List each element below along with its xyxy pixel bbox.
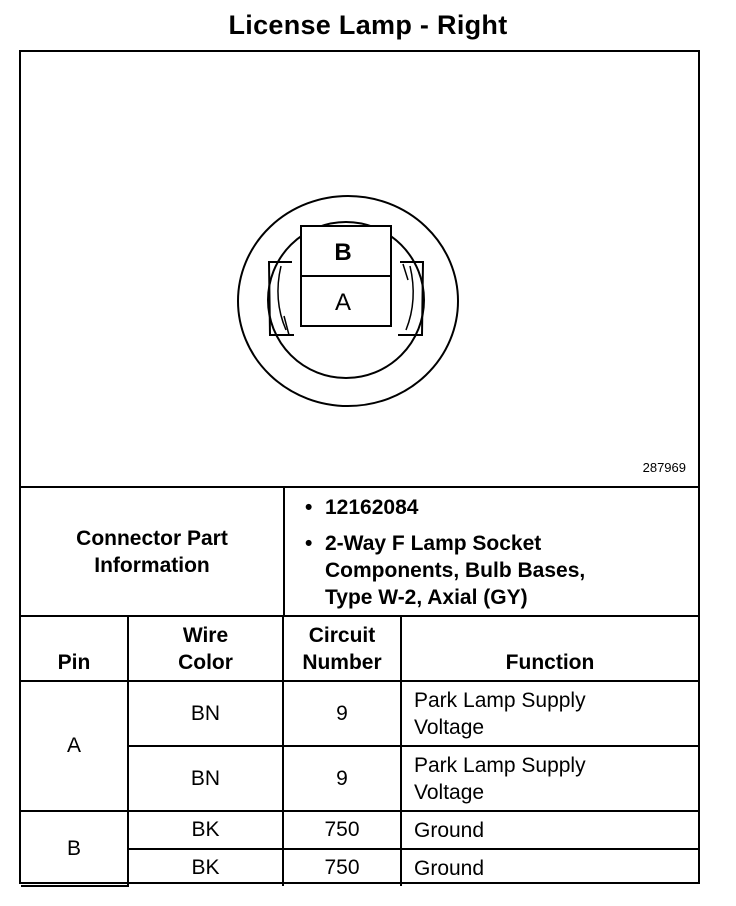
wire-color-cell: BN [128,745,284,812]
connector-chart: B A 287969 Connector Part Information • … [19,50,700,887]
header-circuit-number: Circuit Number [282,617,402,682]
connector-info-label: Connector Part Information [21,488,285,615]
header-function: Function [400,617,698,682]
connector-info-label-line: Information [94,553,210,577]
table-row: B BK 750 Ground [21,810,698,887]
connector-diagram: B A 287969 [21,52,698,488]
bullet-icon: • [305,496,313,519]
wire-color-cell: BN [127,680,284,747]
function-cell: Park Lamp Supply Voltage [400,680,698,747]
bullet-icon: • [305,532,313,555]
header-pin: Pin [21,617,129,682]
table-row: BK 750 Ground [21,848,698,886]
pin-cell: A [21,680,129,812]
header-line: Wire [182,624,229,647]
function-cell: Park Lamp Supply Voltage [400,745,698,812]
header-line: Circuit [308,624,376,647]
circuit-cell: 9 [282,680,402,747]
connector-face-drawing: B A [237,195,459,407]
connector-info-values: • 12162084 • 2-Way F Lamp Socket Compone… [285,488,698,615]
table-header-row: Pin Wire Color Circuit Number Function [21,617,698,682]
header-line: Number [302,651,382,674]
figure-number: 287969 [642,460,686,475]
header-wire-color: Wire Color [127,617,284,682]
table-row: A BN 9 Park Lamp Supply Voltage [21,680,698,812]
function-line: Voltage [414,780,485,804]
pin-label-a: A [335,289,351,316]
function-line: Voltage [414,715,485,739]
circuit-cell: 9 [282,745,402,812]
table-row: BN 9 Park Lamp Supply Voltage [21,745,698,812]
wire-color-cell: BK [127,810,284,850]
pin-cell: B [21,810,129,887]
circuit-cell: 750 [282,810,402,850]
connector-info-label-line: Connector Part [76,526,228,550]
wire-color-cell: BK [128,848,284,886]
description-line: Components, Bulb Bases, [325,559,586,582]
circuit-cell: 750 [282,848,402,886]
description-bullet: • 2-Way F Lamp Socket Components, Bulb B… [305,530,586,611]
page-title: License Lamp - Right [228,10,508,40]
pinout-table: Pin Wire Color Circuit Number Function A… [21,617,698,887]
part-number: 12162084 [325,496,419,519]
description-line: Type W-2, Axial (GY) [325,586,528,609]
function-cell: Ground [400,848,698,886]
part-number-bullet: • 12162084 [305,494,419,521]
pin-label-b: B [334,239,351,266]
function-line: Park Lamp Supply [414,753,586,777]
function-cell: Ground [400,810,698,850]
header-line: Color [178,651,233,674]
description-line: 2-Way F Lamp Socket [325,532,542,555]
connector-info-row: Connector Part Information • 12162084 • … [21,488,698,617]
function-line: Park Lamp Supply [414,688,586,712]
